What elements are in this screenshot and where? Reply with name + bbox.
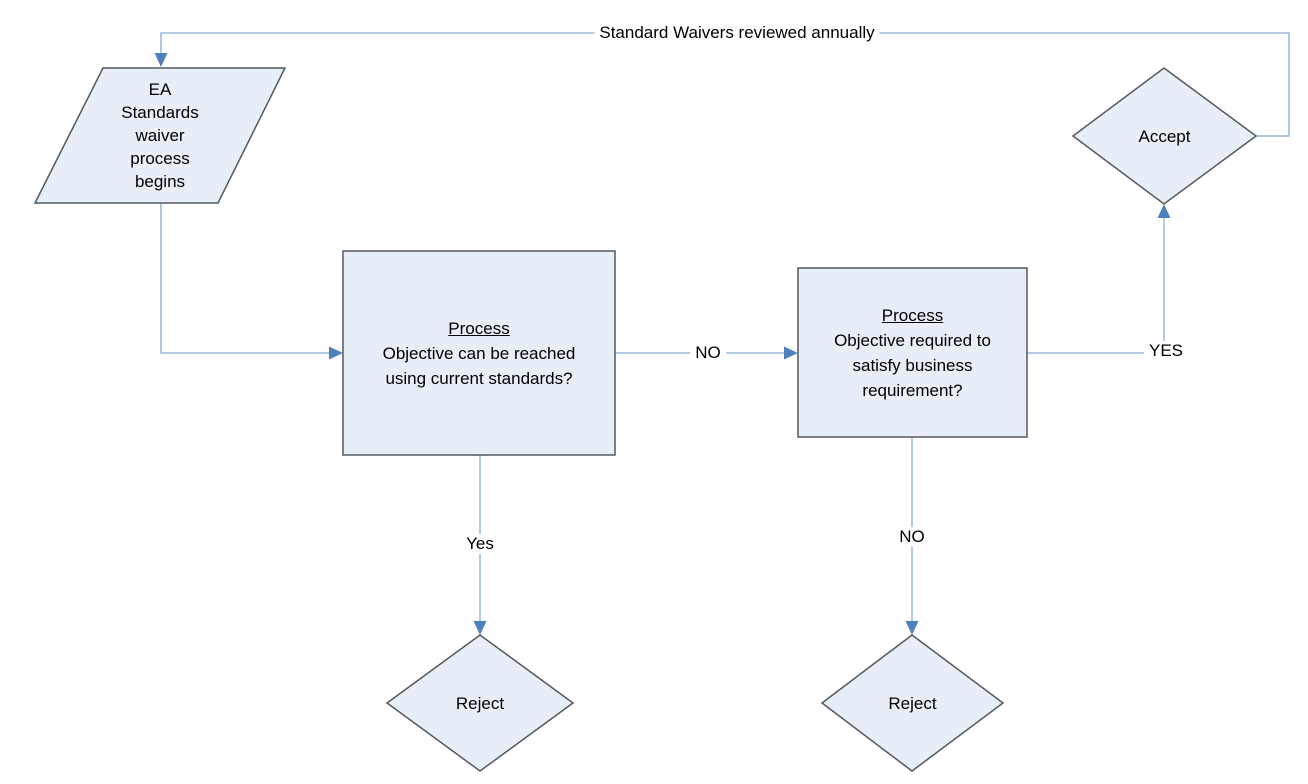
edge-start-to-process1 — [160, 203, 329, 354]
process2-rect-shape — [797, 267, 1028, 438]
edge-label-no-to-reject: NO — [894, 527, 930, 547]
reject-left-node-label: Reject — [387, 635, 573, 771]
arrowhead-into-process1-icon — [329, 346, 343, 360]
start-node-label: EA Standards waiver process begins — [35, 68, 285, 203]
edge-label-yes-to-reject: Yes — [461, 534, 499, 554]
process1-node-label: Process Objective can be reached using c… — [343, 251, 615, 455]
edge-label-no-between-processes: NO — [690, 343, 726, 363]
process2-heading: Process — [881, 305, 944, 325]
accept-node-label: Accept — [1073, 68, 1256, 204]
process1-body: Objective can be reached using current s… — [382, 343, 576, 388]
edge-accept-to-start-annual-review — [160, 32, 1290, 137]
process1-rect-shape — [342, 250, 616, 456]
reject-left-text: Reject — [455, 693, 505, 713]
accept-diamond-shape — [1071, 67, 1258, 205]
arrowhead-into-accept-icon — [1157, 204, 1171, 218]
reject-left-diamond-shape — [385, 634, 575, 772]
arrowhead-into-start-icon — [154, 53, 168, 67]
accept-text: Accept — [1138, 126, 1191, 146]
arrowhead-into-process2-icon — [784, 346, 798, 360]
edge-label-yes-to-accept: YES — [1143, 341, 1189, 361]
start-parallelogram-shape — [33, 67, 287, 204]
edge-label-annual-review: Standard Waivers reviewed annually — [594, 23, 880, 43]
reject-right-text: Reject — [888, 693, 937, 713]
process2-node-label: Process Objective required to satisfy bu… — [798, 268, 1027, 437]
arrowhead-into-reject-right-icon — [905, 621, 919, 635]
start-node-text: EA Standards waiver process begins — [121, 80, 199, 191]
edge-process2-to-accept — [1027, 218, 1165, 354]
arrowhead-into-reject-left-icon — [473, 621, 487, 635]
process1-heading: Process — [448, 318, 510, 338]
reject-right-diamond-shape — [820, 634, 1005, 772]
reject-right-node-label: Reject — [822, 635, 1003, 771]
process2-body: Objective required to satisfy business r… — [834, 330, 991, 400]
